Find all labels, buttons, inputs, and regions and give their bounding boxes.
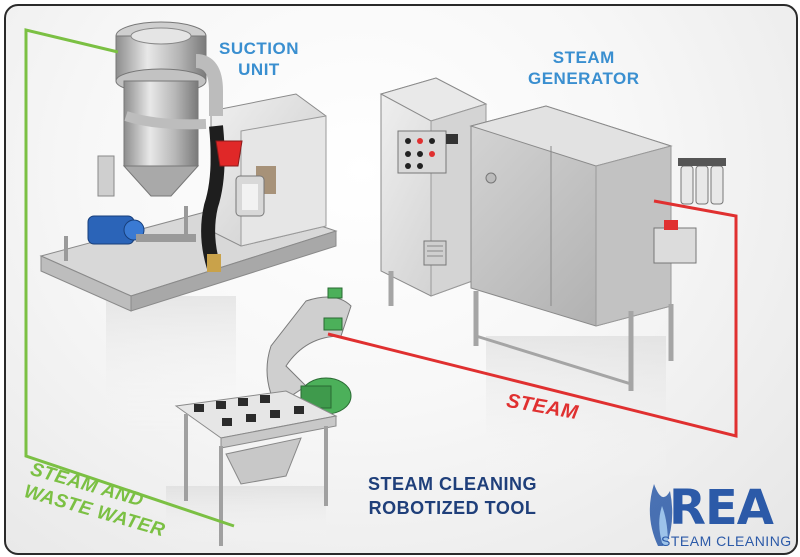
suction-unit-machine [39,21,338,312]
rea-logo-text: REA [669,480,774,536]
filter-housings [678,158,726,205]
waste-water-line [24,28,235,528]
robotized-tool-machine [174,287,352,546]
diagram-frame: SUCTION UNIT STEAM GENERATOR STEAM AND W… [4,4,798,555]
suction-unit-label: SUCTION UNIT [219,39,299,79]
steam-line [327,199,738,438]
rea-logo-subtitle: STEAM CLEANING [661,533,792,549]
equipment-illustration [24,21,738,546]
control-panel [397,130,458,174]
rea-logo-mark [649,484,673,546]
robotized-tool-label: STEAM CLEANING ROBOTIZED TOOL [368,474,537,518]
steam-generator-machine [379,77,726,391]
steam-generator-label: STEAM GENERATOR [528,48,640,88]
